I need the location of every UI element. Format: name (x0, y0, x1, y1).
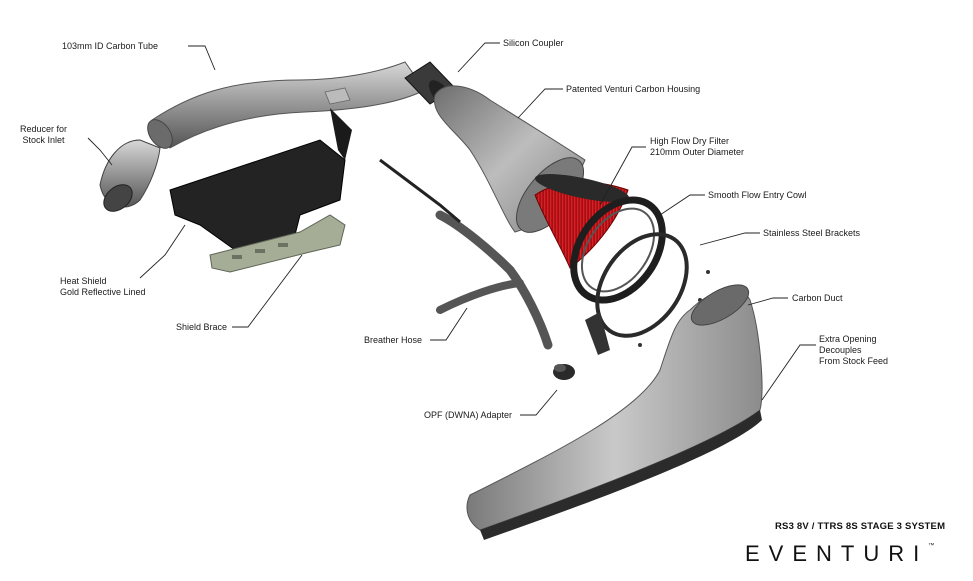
air-filter-part (534, 174, 629, 269)
leader-extra-opening (761, 344, 816, 401)
leader-entry-cowl (659, 194, 705, 216)
label-carbon-tube: 103mm ID Carbon Tube (62, 41, 159, 51)
breather-hose-part (379, 158, 553, 350)
stainless-brackets-part (585, 232, 710, 355)
label-reducer: Reducer for Stock Inlet (20, 124, 68, 145)
label-heat-shield: Heat Shield Gold Reflective Lined (60, 276, 146, 297)
brand-logo: EVENTURI™ (745, 541, 935, 566)
entry-cowl-part (570, 196, 666, 304)
label-carbon-duct: Carbon Duct (792, 293, 843, 303)
leader-venturi-housing (517, 88, 563, 119)
leader-carbon-duct (747, 297, 788, 306)
leader-opf-adapter (520, 389, 558, 416)
label-venturi-housing: Patented Venturi Carbon Housing (566, 84, 701, 94)
leader-shield-brace (232, 254, 303, 328)
label-silicon-coupler: Silicon Coupler (503, 38, 564, 48)
leader-lines (87, 42, 816, 416)
opf-adapter-part (553, 364, 575, 380)
label-extra-opening: Extra Opening Decouples From Stock Feed (819, 334, 889, 366)
leader-filter (599, 146, 646, 206)
system-title: RS3 8V / TTRS 8S STAGE 3 SYSTEM (775, 521, 946, 532)
label-brackets: Stainless Steel Brackets (763, 228, 861, 238)
shield-brace-part (209, 214, 346, 273)
leader-heat-shield (139, 224, 186, 279)
label-entry-cowl: Smooth Flow Entry Cowl (708, 190, 807, 200)
carbon-tube-part (147, 61, 426, 149)
leader-silicon-coupler (457, 42, 500, 73)
leader-carbon-tube (188, 45, 216, 71)
label-shield-brace: Shield Brace (176, 322, 228, 332)
label-breather-hose: Breather Hose (364, 335, 423, 345)
label-opf-adapter: OPF (DWNA) Adapter (424, 410, 513, 420)
leader-breather-hose (430, 307, 468, 341)
label-filter: High Flow Dry Filter 210mm Outer Diamete… (650, 136, 745, 157)
reducer-part (99, 139, 161, 212)
heat-shield-part (169, 108, 352, 251)
leader-reducer (87, 137, 113, 166)
carbon-duct-part (466, 284, 763, 540)
leader-brackets (699, 232, 760, 246)
